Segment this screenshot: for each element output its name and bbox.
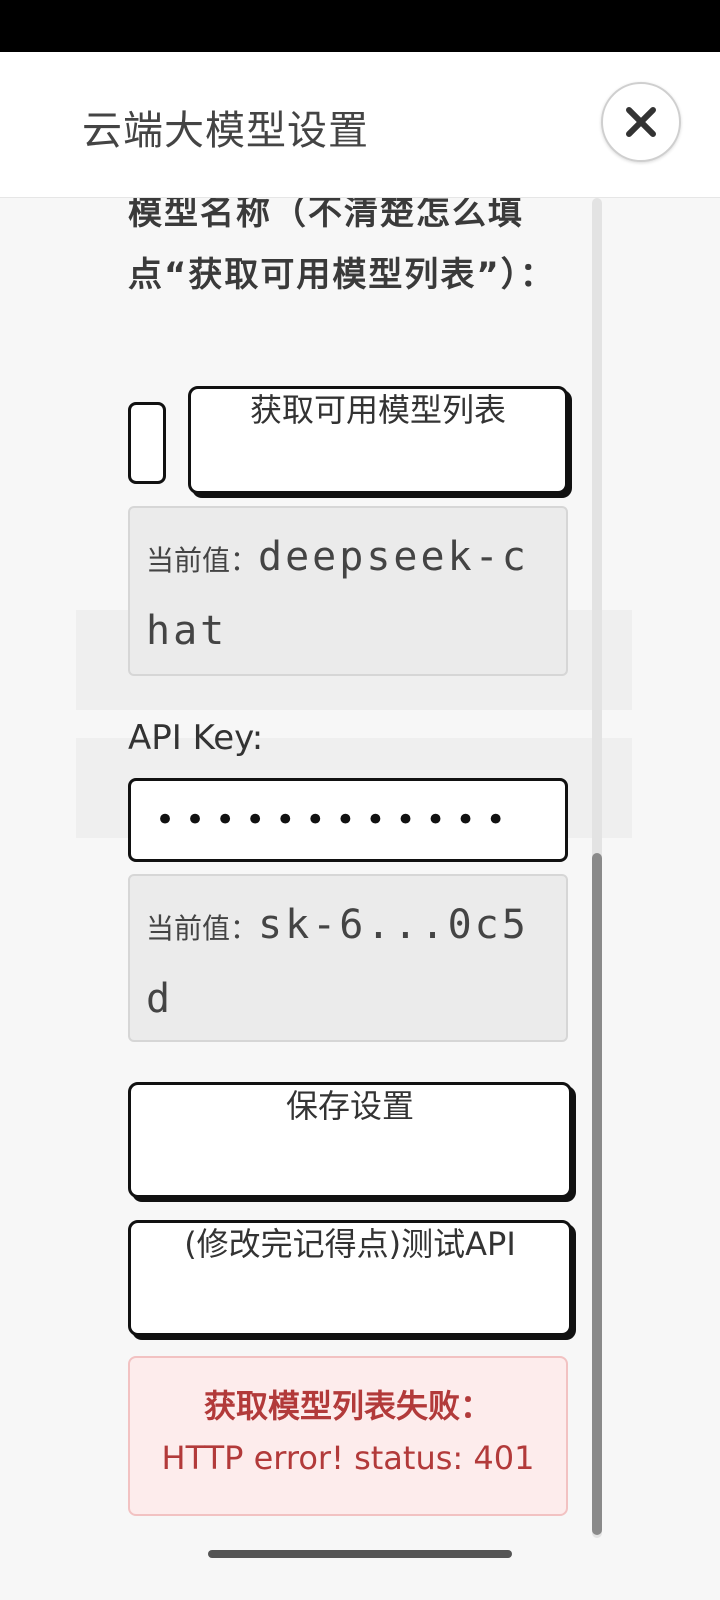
scrollbar-thumb[interactable] [592,853,602,1535]
error-title: 获取模型列表失败： [203,1387,492,1425]
dialog-body[interactable]: 模型名称（不清楚怎么填点“获取可用模型列表”）： 获取可用模型列表 当前值：de… [0,198,720,1600]
fetch-models-label: 获取可用模型列表 [249,391,506,429]
close-button[interactable] [601,82,681,162]
api-key-current-value: 当前值：sk-6...0c5d [128,874,568,1042]
error-message: 获取模型列表失败： HTTP error! status: 401 [128,1356,568,1516]
api-key-current-prefix: 当前值： [146,912,259,945]
model-current-text: deepseek-chat [146,534,529,654]
home-indicator[interactable] [208,1550,512,1558]
test-api-label: (修改完记得点)测试API [184,1225,516,1263]
dialog-header: 云端大模型设置 [0,52,720,198]
save-settings-button[interactable]: 保存设置 [128,1082,572,1198]
close-icon [626,107,656,137]
error-detail: HTTP error! status: 401 [161,1439,535,1477]
status-bar [0,0,720,52]
api-key-label: API Key: [128,718,264,758]
model-name-input[interactable] [128,402,166,484]
api-key-input[interactable]: •••••••••••• [128,778,568,862]
model-name-label: 模型名称（不清楚怎么填点“获取可用模型列表”）： [128,198,556,295]
save-settings-label: 保存设置 [285,1087,414,1125]
dialog-title: 云端大模型设置 [82,108,369,154]
test-api-button[interactable]: (修改完记得点)测试API [128,1220,572,1336]
model-current-prefix: 当前值： [146,544,259,577]
model-current-value: 当前值：deepseek-chat [128,506,568,676]
fetch-models-button[interactable]: 获取可用模型列表 [188,386,568,494]
api-key-current-text: sk-6...0c5d [146,902,529,1022]
